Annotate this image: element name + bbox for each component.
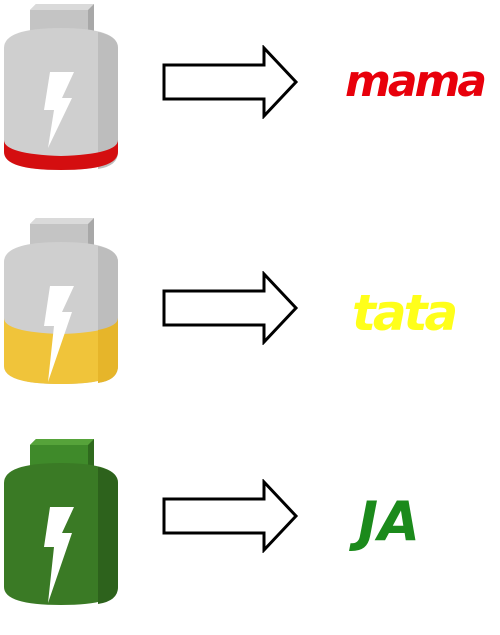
lightning-bolt-icon — [44, 286, 74, 382]
word-label: JA — [358, 490, 420, 553]
row-ja: JA — [0, 435, 500, 635]
battery-half-icon — [4, 218, 118, 384]
right-arrow-icon — [162, 271, 299, 345]
word-label: tata — [352, 284, 458, 342]
row-mama: mama — [0, 0, 500, 200]
battery-low-icon — [4, 4, 118, 170]
row-tata: tata — [0, 214, 500, 414]
lightning-bolt-icon — [44, 507, 74, 603]
right-arrow-icon — [162, 479, 299, 553]
lightning-bolt-icon — [44, 72, 74, 148]
word-label: mama — [345, 56, 487, 107]
battery-full-icon — [4, 439, 118, 605]
right-arrow-icon — [162, 45, 299, 119]
